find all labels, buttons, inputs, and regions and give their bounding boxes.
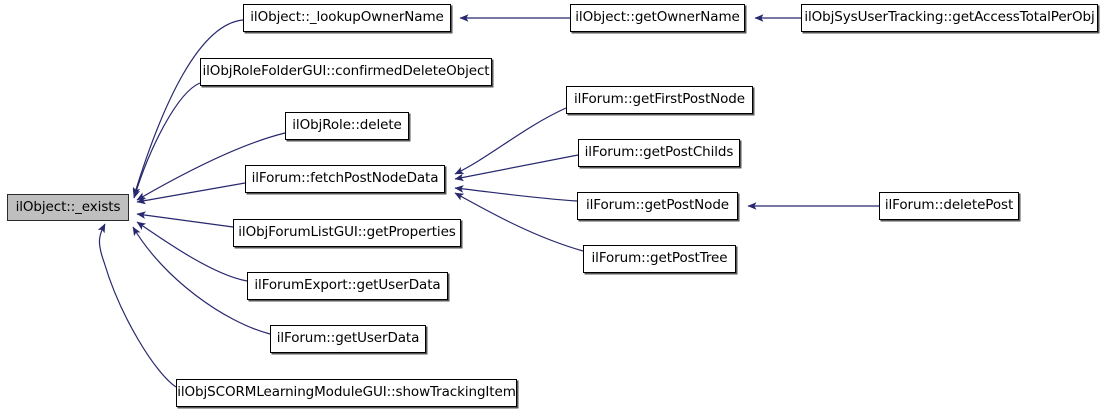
- graph-edge: [454, 185, 578, 202]
- graph-edge: [97, 223, 177, 388]
- graph-edge: [454, 192, 584, 252]
- graph-node-getFirstPostNode[interactable]: ilForum::getFirstPostNode: [566, 86, 753, 114]
- graph-node-forumGetUserData[interactable]: ilForum::getUserData: [270, 325, 426, 353]
- graph-node-deletePost[interactable]: ilForum::deletePost: [879, 192, 1019, 220]
- graph-node-getPostChilds[interactable]: ilForum::getPostChilds: [578, 139, 740, 167]
- graph-node-roleDelete[interactable]: ilObjRole::delete: [285, 112, 409, 140]
- graph-node-fetchPostNodeData[interactable]: ilForum::fetchPostNodeData: [245, 165, 445, 193]
- graph-node-getPostTree[interactable]: ilForum::getPostTree: [583, 245, 736, 273]
- graph-edge: [136, 221, 248, 282]
- graph-edge: [132, 82, 201, 199]
- graph-node-confirmedDelete[interactable]: ilObjRoleFolderGUI::confirmedDeleteObjec…: [200, 58, 492, 86]
- graph-edge: [454, 107, 567, 175]
- graph-edge: [454, 154, 579, 182]
- graph-node-getOwnerName[interactable]: ilObject::getOwnerName: [570, 4, 745, 32]
- graph-node-getAccessTotalPerObj[interactable]: ilObjSysUserTracking::getAccessTotalPerO…: [801, 4, 1098, 32]
- graph-node-getPostNode[interactable]: ilForum::getPostNode: [577, 192, 738, 220]
- graph-edge: [132, 19, 244, 197]
- graph-edge: [136, 182, 246, 205]
- graph-node-showTrackingItem[interactable]: ilObjSCORMLearningModuleGUI::showTrackin…: [176, 379, 517, 407]
- graph-node-exportGetUserData[interactable]: ilForumExport::getUserData: [247, 272, 448, 300]
- graph-node-lookupOwnerName[interactable]: ilObject::_lookupOwnerName: [243, 4, 451, 32]
- graph-node-getProperties[interactable]: ilObjForumListGUI::getProperties: [233, 219, 461, 247]
- graph-node-exists[interactable]: ilObject::_exists: [7, 194, 129, 221]
- graph-edge: [136, 211, 234, 228]
